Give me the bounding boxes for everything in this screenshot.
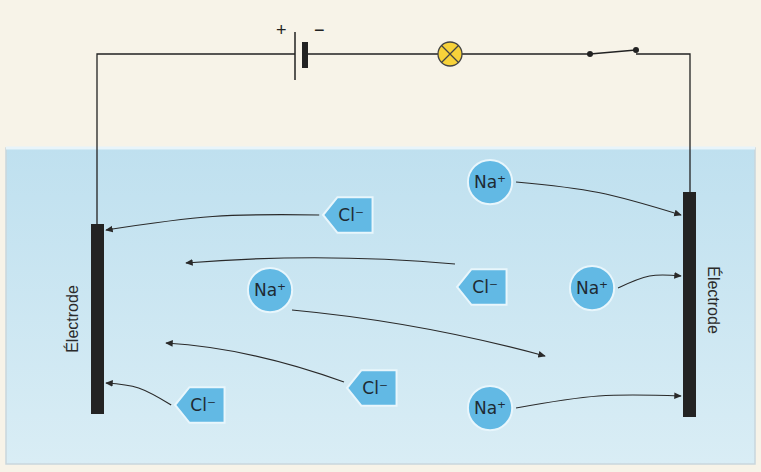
battery-plate [302,42,308,68]
switch-contact [587,51,593,57]
wire [97,54,295,224]
ion-symbol: Cl⁻ [322,196,374,225]
sodium-ion: Na⁺ [247,267,293,313]
lamp-cross [442,46,459,63]
chloride-ion: Cl⁻ [456,268,508,306]
ion-symbol: Na⁺ [467,159,513,192]
electrode: Électrode [91,224,104,414]
electrode-label: Électrode [704,266,722,334]
motion-arrow [292,310,545,356]
electrode-label: Électrode [64,285,82,353]
ion-symbol: Cl⁻ [174,386,226,415]
polarity-sign: − [314,20,325,41]
lamp-symbol [438,42,462,66]
battery-plate [294,32,296,80]
ion-migration-arrow [618,275,681,288]
chloride-ion: Cl⁻ [346,369,398,407]
ion-symbol: Na⁺ [569,265,615,298]
switch-contact [633,47,639,53]
ion-migration-arrow [516,395,681,408]
chloride-ion: Cl⁻ [174,386,226,424]
sodium-ion: Na⁺ [569,265,615,311]
ion-symbol: Na⁺ [247,267,293,300]
ion-symbol: Cl⁻ [456,268,508,297]
chloride-ion: Cl⁻ [322,196,374,234]
ion-migration-arrow [106,215,319,230]
ion-migration-arrow [516,182,681,215]
motion-arrow [166,343,344,382]
water-surface [6,147,755,150]
electrolyte [6,148,755,464]
sodium-ion: Na⁺ [467,385,513,431]
switch-lever [590,50,636,54]
motion-arrow [186,258,455,264]
polarity-sign: + [276,20,287,41]
electrode: Électrode [683,192,696,417]
sodium-ion: Na⁺ [467,159,513,205]
ion-migration-arrow [106,383,171,405]
ion-symbol: Na⁺ [467,385,513,418]
ion-symbol: Cl⁻ [346,369,398,398]
